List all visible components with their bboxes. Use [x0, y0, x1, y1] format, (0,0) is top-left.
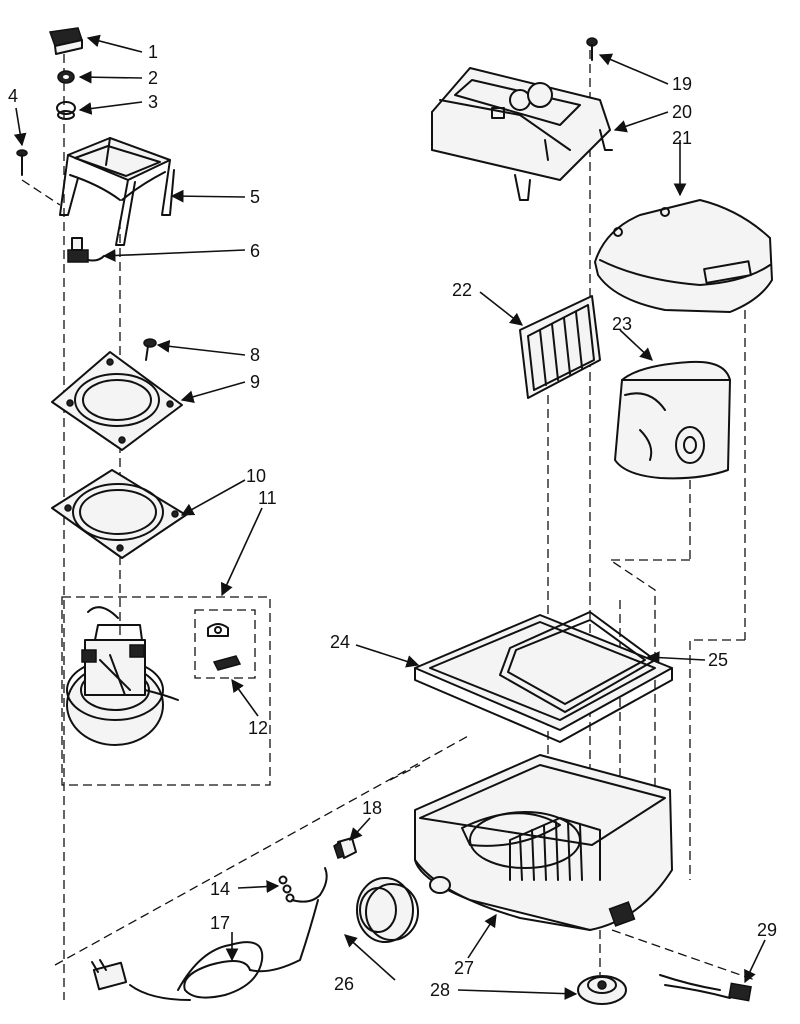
callout-18: 18	[362, 798, 382, 818]
bag-tray-part	[414, 614, 673, 743]
nut-part	[57, 70, 75, 84]
wire-connector-part	[333, 837, 357, 859]
callout-20: 20	[672, 102, 692, 122]
callout-6: 6	[250, 241, 260, 261]
callout-23: 23	[612, 314, 632, 334]
canister-body-part	[414, 754, 673, 931]
dust-bag-part	[614, 360, 731, 480]
screw-part-19	[586, 37, 598, 61]
callout-1: 1	[148, 42, 158, 62]
callout-21: 21	[672, 128, 692, 148]
callout-leaders	[13, 34, 766, 1001]
callout-12: 12	[248, 718, 268, 738]
callout-22: 22	[452, 280, 472, 300]
power-cord-part	[91, 899, 319, 1001]
switch-part	[67, 237, 105, 263]
callout-5: 5	[250, 187, 260, 207]
callout-labels: 1 2 3 4 5 6 8 9 10 11 12 14 17 18 19 20 …	[8, 42, 777, 1000]
callout-8: 8	[250, 345, 260, 365]
washer-part	[56, 101, 76, 120]
screw-part-8	[143, 338, 157, 361]
wheel-part	[356, 877, 419, 943]
callout-26: 26	[334, 974, 354, 994]
filter-grille-part	[519, 295, 601, 399]
foot-button-part	[577, 975, 627, 1005]
screw-part-4	[16, 149, 28, 176]
callout-17: 17	[210, 913, 230, 933]
callout-29: 29	[757, 920, 777, 940]
callout-14: 14	[210, 879, 230, 899]
callout-4: 4	[8, 86, 18, 106]
tray-seal-part	[499, 611, 656, 713]
callout-19: 19	[672, 74, 692, 94]
motor-gasket-part	[51, 469, 187, 559]
callout-2: 2	[148, 68, 158, 88]
motor-mount-plate-part	[51, 351, 183, 451]
wire-nuts-part	[278, 867, 328, 903]
switch-cap-part	[48, 27, 83, 55]
cord-connector-part	[659, 974, 752, 1002]
motor-assembly-part	[61, 596, 271, 786]
switch-bracket-part	[59, 137, 175, 246]
brush-kit-part	[194, 609, 256, 679]
callout-3: 3	[148, 92, 158, 112]
top-cover-part	[594, 199, 773, 313]
callout-25: 25	[708, 650, 728, 670]
callout-27: 27	[454, 958, 474, 978]
callout-10: 10	[246, 466, 266, 486]
callout-24: 24	[330, 632, 350, 652]
control-cover-part	[431, 67, 613, 201]
callout-28: 28	[430, 980, 450, 1000]
callout-11: 11	[258, 488, 277, 508]
callout-9: 9	[250, 372, 260, 392]
